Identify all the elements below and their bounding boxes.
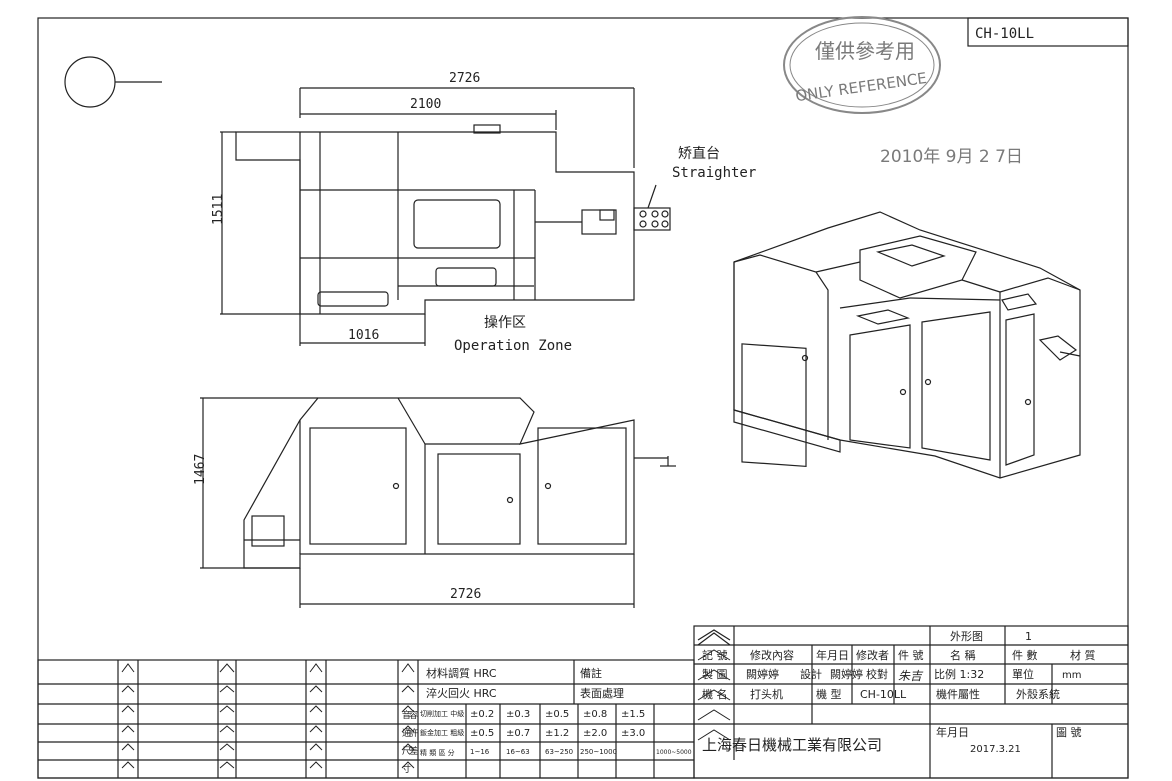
- projection-symbol: [64, 56, 116, 108]
- drawn: 製 圖: [702, 667, 728, 681]
- header-value: 1: [1025, 630, 1032, 643]
- front-view: 1467 2726: [193, 397, 676, 608]
- surface-treatment: 表面處理: [580, 686, 624, 700]
- dim-front-height: 1467: [193, 454, 208, 485]
- tol-row3-1: 16~63: [506, 748, 530, 756]
- material: 材 質: [1070, 648, 1096, 662]
- part-no: 件 號: [898, 649, 924, 662]
- date-label: 年月日: [816, 648, 849, 662]
- unit-label: 單位: [1012, 667, 1034, 681]
- drawing-no-label: 圖 號: [1056, 726, 1082, 739]
- revision-content: 修改內容: [750, 648, 794, 662]
- tol-row2-label: 鈑金加工 粗級: [420, 728, 464, 737]
- dim-zone-width: 1016: [348, 328, 379, 343]
- stamp-line1: 僅供參考用: [815, 39, 915, 63]
- machine-name-label: 機 名: [702, 687, 728, 701]
- model-label: 機 型: [816, 687, 842, 701]
- design-by: 闕婷婷: [830, 667, 863, 681]
- tol-row3-4: 1000~5000: [656, 749, 692, 756]
- header-label: 外形图: [950, 630, 983, 643]
- tol-label-6: 寸: [402, 763, 411, 775]
- check: 校對: [866, 667, 888, 681]
- tol-row2-0: ±0.5: [470, 728, 494, 739]
- quench-temper: 淬火回火 HRC: [426, 686, 497, 700]
- stamp-line2: ONLY REFERENCE: [794, 69, 928, 105]
- tol-label-1: 容: [409, 709, 418, 721]
- tol-row3-2: 63~250: [545, 748, 573, 756]
- operation-zone-en: Operation Zone: [454, 338, 572, 354]
- tol-row3-0: 1~16: [470, 748, 490, 756]
- dim-overall-width: 2726: [449, 71, 480, 86]
- straighter-part: [633, 184, 671, 231]
- date-value: 2017.3.21: [970, 744, 1021, 755]
- tol-row1-0: ±0.2: [470, 709, 494, 720]
- check-signature: 朱吉: [898, 669, 924, 683]
- scale: 比例 1:32: [934, 667, 984, 681]
- unit-value: mm: [1062, 670, 1081, 681]
- dim-height: 1511: [211, 194, 226, 225]
- title-block: 材料調質 HRC 備註 淬火回火 HRC 表面處理 音 容 通 許 尺 差 寸 …: [37, 625, 1129, 779]
- name-label: 名 稱: [950, 648, 976, 662]
- quantity: 件 數: [1012, 649, 1038, 662]
- tol-row3-label: 精 類 區 分: [420, 748, 455, 757]
- record-no: 記 號: [702, 648, 728, 662]
- part-attr-label: 機件屬性: [936, 687, 980, 701]
- reference-stamp: 僅供參考用 ONLY REFERENCE: [783, 16, 941, 114]
- tol-row2-4: ±3.0: [621, 728, 645, 739]
- isometric-view: [733, 211, 1081, 479]
- material-hardness: 材料調質 HRC: [426, 666, 497, 680]
- part-attr-value: 外殼系統: [1016, 687, 1060, 701]
- straighter-label-cn: 矫直台: [678, 145, 720, 162]
- tol-label-0: 音: [402, 709, 411, 721]
- date-stamp: 2010年 9月 2 7日: [880, 147, 1023, 167]
- date-field-label: 年月日: [936, 725, 969, 739]
- drawn-by: 闕婷婷: [746, 667, 779, 681]
- drawing-code: CH-10LL: [975, 26, 1034, 42]
- design: 設計: [800, 667, 822, 681]
- company-name: 上海春日機械工業有限公司: [702, 736, 882, 754]
- dim-front-width: 2726: [450, 587, 481, 602]
- tol-label-4: 尺: [402, 746, 411, 757]
- top-view: 2726 2100 1511 矫直台 St: [211, 71, 756, 354]
- reviser: 修改者: [856, 648, 889, 662]
- tol-row2-2: ±1.2: [545, 728, 569, 739]
- straighter-label-en: Straighter: [672, 165, 756, 181]
- tol-row1-label: 切削加工 中級: [420, 709, 464, 718]
- tol-row2-1: ±0.7: [506, 728, 530, 739]
- tol-row1-3: ±0.8: [583, 709, 607, 720]
- tol-row1-2: ±0.5: [545, 709, 569, 720]
- tol-label-3: 許: [409, 727, 418, 739]
- tol-row1-1: ±0.3: [506, 709, 530, 720]
- model-value: CH-10LL: [860, 688, 907, 701]
- dim-inner-width: 2100: [410, 97, 441, 112]
- machine-name: 打头机: [750, 687, 783, 701]
- tol-label-5: 差: [409, 745, 418, 757]
- tol-row2-3: ±2.0: [583, 728, 607, 739]
- operation-zone-cn: 操作区: [484, 315, 526, 331]
- code-box: [967, 17, 1129, 47]
- tol-row3-3: 250~1000: [580, 748, 617, 756]
- tol-row1-4: ±1.5: [621, 709, 645, 720]
- tol-label-2: 通: [402, 728, 411, 739]
- remarks: 備註: [580, 667, 602, 680]
